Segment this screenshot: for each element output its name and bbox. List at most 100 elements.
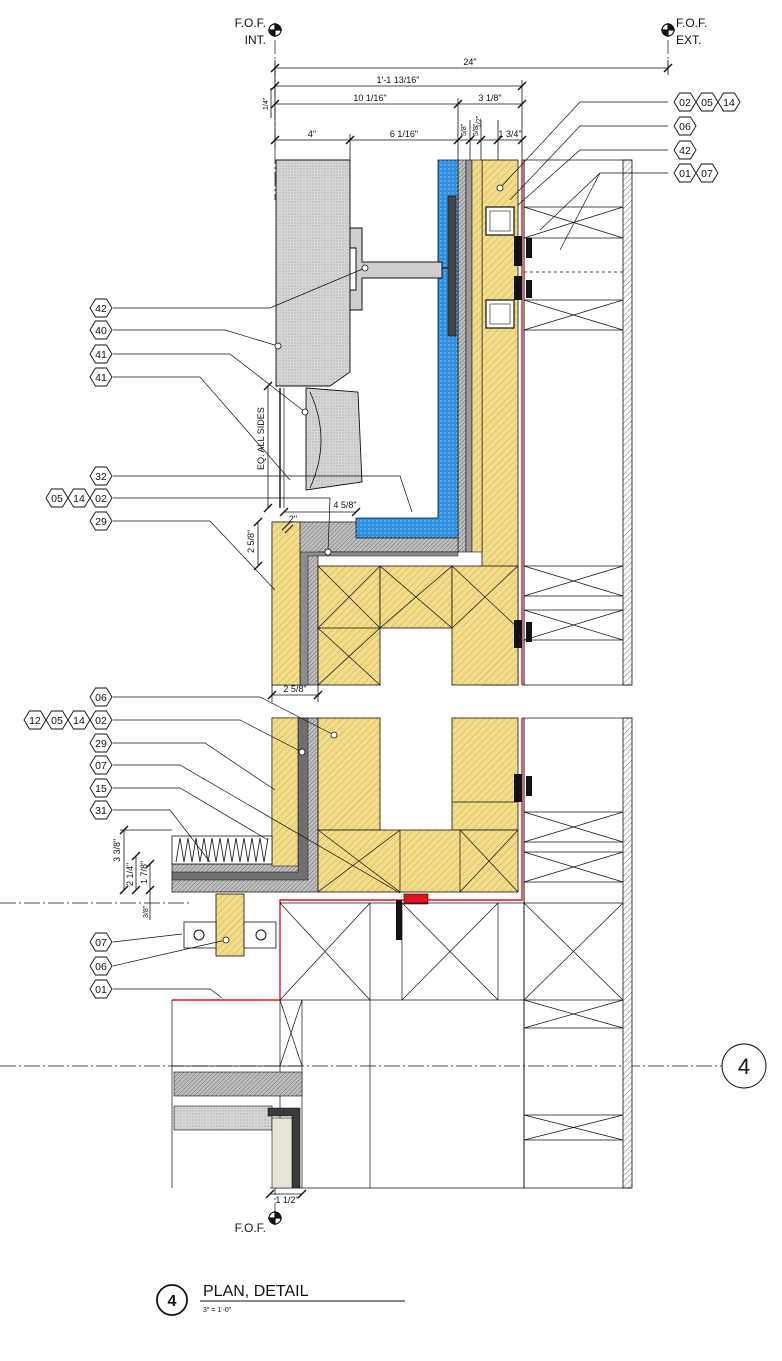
keynote-number: 41 — [95, 372, 107, 384]
keynote-tag: 40 — [89, 320, 113, 340]
keynote-number: 31 — [95, 805, 107, 817]
drawing-title: 4 PLAN, DETAIL 3" = 1'-0" — [156, 1283, 405, 1316]
leader-lines — [112, 101, 668, 999]
steel-channel — [349, 195, 457, 337]
keynote-tag: 06 — [89, 687, 113, 707]
exterior-wall-upper — [522, 159, 633, 686]
keynote-tag: 41 — [89, 344, 113, 364]
keynote-number: 02 — [95, 493, 107, 505]
clips-upper — [514, 236, 532, 648]
keynote-number: 02 — [679, 97, 691, 109]
keynote-number: 07 — [701, 168, 713, 180]
dim-10-1-16: 10 1/16" — [353, 93, 386, 103]
keynote-number: 05 — [51, 715, 63, 727]
keynote-tag: 42 — [673, 140, 697, 160]
dims-mid — [253, 381, 361, 702]
keynote-number: 05 — [51, 493, 63, 505]
keynote-number: 06 — [679, 121, 691, 133]
dimension-lines — [270, 60, 673, 160]
keynote-number: 14 — [73, 715, 85, 727]
title-text: PLAN, DETAIL — [203, 1283, 309, 1300]
grid-marker-ext: F.O.F. EXT. — [661, 16, 707, 47]
keynote-tag: 02 — [89, 488, 113, 508]
gray-handrail — [275, 159, 363, 508]
keynote-tag: 32 — [89, 466, 113, 486]
keynote-number: 01 — [95, 984, 107, 996]
keynote-number: 01 — [679, 168, 691, 180]
keynote-number: 14 — [73, 493, 85, 505]
keynote-number: 06 — [95, 961, 107, 973]
dim-2-1-4: 2 1/4" — [125, 863, 135, 886]
keynote-tag: 07 — [89, 932, 113, 952]
detail-bubble-number: 4 — [738, 1054, 750, 1079]
keynote-number: 12 — [29, 715, 41, 727]
dim-eq-all-sides: EQ. ALL SIDES — [256, 407, 266, 470]
dim-1-7-8: 1 7/8" — [139, 861, 149, 884]
keynote-tag: 06 — [673, 116, 697, 136]
keynote-number: 07 — [95, 937, 107, 949]
steel-tubes — [485, 206, 515, 329]
wood-block-left — [317, 565, 381, 686]
keynote-number: 07 — [95, 760, 107, 772]
dim-2: 2" — [289, 514, 297, 524]
keynote-tag: 05 — [695, 92, 719, 112]
keynote-tag: 07 — [695, 163, 719, 183]
grid-label-fof-bottom: F.O.F. — [235, 1221, 266, 1235]
keynote-tag: 01 — [89, 979, 113, 999]
sheathing-layers-upper — [457, 159, 483, 553]
dim-1-1-2: 1 1/2" — [275, 1195, 298, 1205]
exterior-wall-lower — [270, 717, 633, 1189]
dim-3-1-8: 3 1/8" — [478, 93, 501, 103]
corner-shim — [281, 521, 294, 534]
keynote-number: 29 — [95, 738, 107, 750]
keynote-tag: 14 — [67, 488, 91, 508]
keynote-number: 29 — [95, 516, 107, 528]
dim-6-1-16: 6 1/16" — [390, 129, 418, 139]
keynote-tag: 05 — [45, 488, 69, 508]
detail-bubble: 4 — [721, 1043, 767, 1089]
keynote-number: 32 — [95, 471, 107, 483]
dim-2-5-8-horizontal: 2 5/8" — [283, 684, 306, 694]
keynote-number: 06 — [95, 692, 107, 704]
keynote-tag: 05 — [45, 710, 69, 730]
dim-2-5-8-vertical: 2 5/8" — [246, 530, 256, 553]
lower-assembly — [119, 717, 532, 1199]
grid-marker-bottom: F.O.F. — [235, 1211, 282, 1235]
keynote-tag: 02 — [673, 92, 697, 112]
keynote-tag: 31 — [89, 800, 113, 820]
keynote-tag: 41 — [89, 367, 113, 387]
dim-4: 4" — [308, 129, 316, 139]
wood-block-right — [451, 565, 519, 686]
grid-label-fof-int-2: INT. — [245, 33, 266, 47]
keynote-tag: 01 — [673, 163, 697, 183]
keynote-tag: 29 — [89, 511, 113, 531]
keynote-number: 14 — [723, 97, 735, 109]
keynote-tag: 29 — [89, 733, 113, 753]
keynote-number: 05 — [701, 97, 713, 109]
keynote-tag: 02 — [89, 710, 113, 730]
keynote-number: 15 — [95, 783, 107, 795]
keynote-tag: 14 — [717, 92, 741, 112]
title-number: 4 — [168, 1293, 177, 1310]
grid-marker-int: F.O.F. INT. — [235, 16, 282, 47]
keynote-number: 41 — [95, 349, 107, 361]
keynote-tag: 12 — [23, 710, 47, 730]
keynote-number: 42 — [679, 145, 691, 157]
grid-label-fof-ext-2: EXT. — [676, 33, 701, 47]
dim-small-2: 5/8" — [473, 123, 480, 136]
keynote-tag: 15 — [89, 778, 113, 798]
keynote-tag: 07 — [89, 755, 113, 775]
keynote-number: 02 — [95, 715, 107, 727]
dim-24: 24" — [463, 57, 476, 67]
grid-label-fof-ext-1: F.O.F. — [676, 16, 707, 30]
leader-dots — [222, 184, 504, 944]
keynote-tag: 06 — [89, 956, 113, 976]
dim-1-3-4: 1 3/4" — [498, 129, 521, 139]
dimension-texts-top: 24" 1'-1 13/16" 10 1/16" 3 1/8" 4" 6 1/1… — [263, 57, 522, 139]
insulation-blue — [355, 159, 459, 539]
keynote-tag: 42 — [89, 298, 113, 318]
dim-half: 1/2" — [476, 115, 483, 128]
keynote-tag: 14 — [67, 710, 91, 730]
